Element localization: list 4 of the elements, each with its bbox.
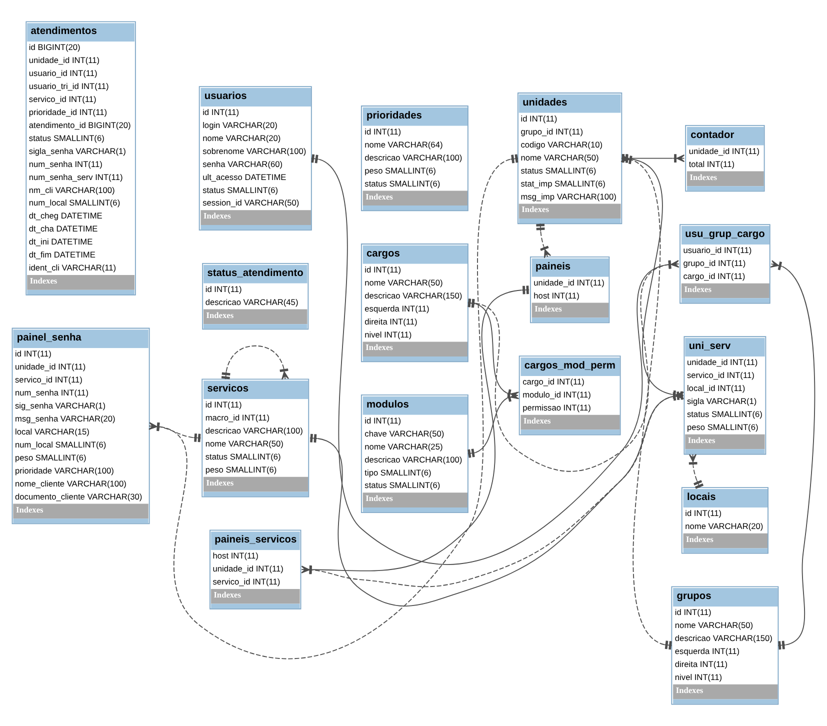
connector xyxy=(688,454,704,489)
connector xyxy=(148,154,518,659)
connector xyxy=(770,260,816,650)
connector xyxy=(221,345,289,380)
